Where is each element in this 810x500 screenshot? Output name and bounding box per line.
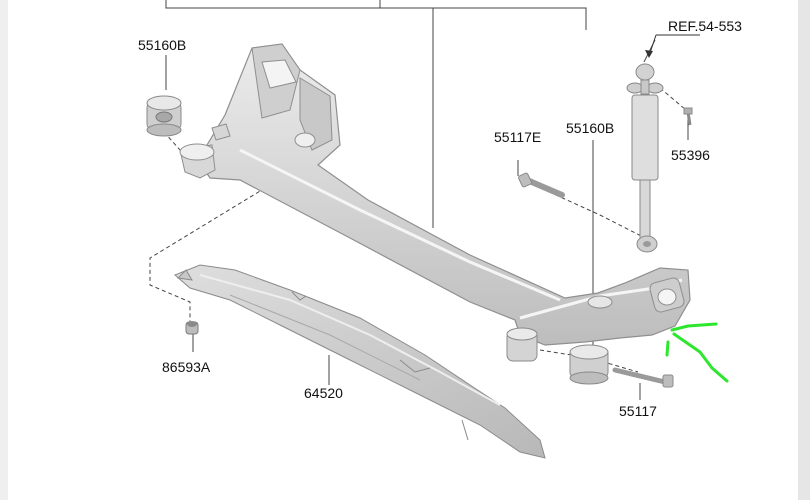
rear-axle-beam — [197, 43, 691, 346]
label-ref: REF.54-553 — [668, 18, 742, 34]
label-86593a: 86593A — [162, 359, 211, 375]
green-annotation-marker — [665, 322, 729, 383]
label-55396: 55396 — [671, 147, 710, 163]
label-64520: 64520 — [304, 385, 343, 401]
right-border — [798, 0, 810, 500]
label-55117: 55117 — [619, 403, 657, 419]
shock-absorber — [626, 63, 664, 253]
bolt-55396 — [683, 107, 693, 126]
label-55117e: 55117E — [494, 129, 541, 145]
leader-lines — [165, 0, 689, 400]
bolt-55117e — [518, 172, 565, 198]
left-border — [0, 0, 8, 500]
ref-arrow — [645, 34, 700, 58]
bolt-55117 — [612, 367, 674, 388]
bushing-55160b-right — [569, 344, 609, 385]
bushing-beam-end — [506, 327, 538, 362]
heat-shield-64520 — [174, 264, 546, 459]
label-55160b-top: 55160B — [138, 37, 186, 53]
bushing-mount-ring-left — [179, 143, 216, 179]
bushing-55160b-left — [146, 95, 182, 137]
clip-86593a — [185, 321, 199, 335]
label-55160b-right: 55160B — [566, 120, 614, 136]
